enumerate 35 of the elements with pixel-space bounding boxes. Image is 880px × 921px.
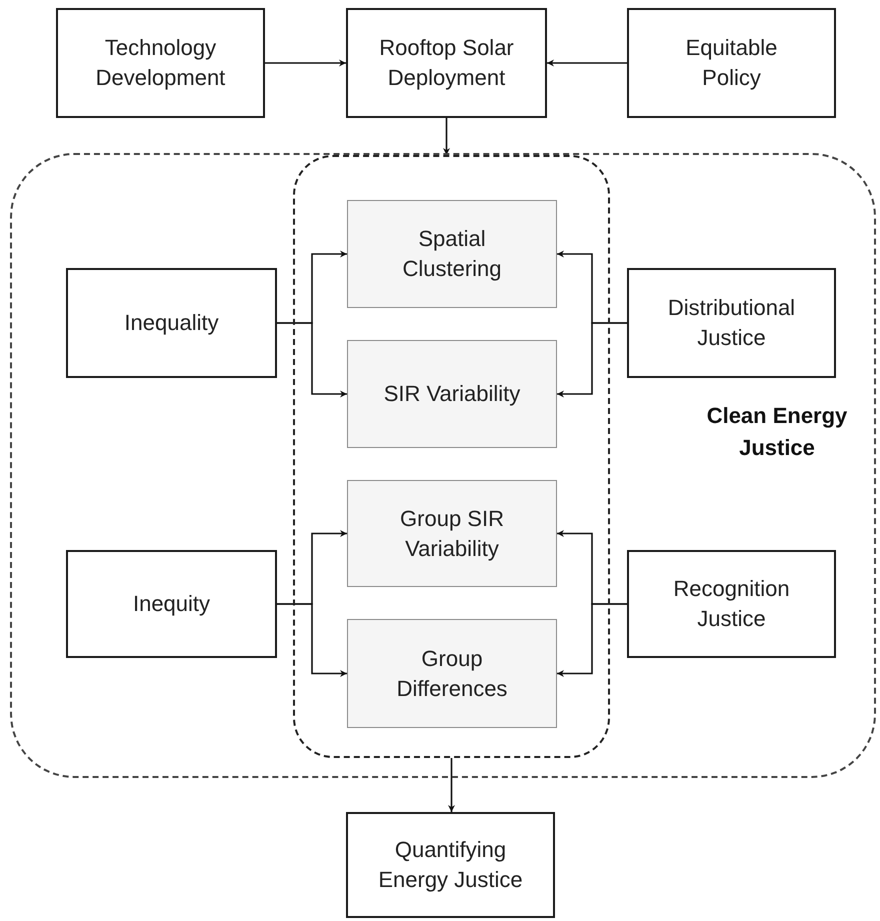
arrow	[277, 603, 347, 677]
box-label: Inequality	[124, 309, 219, 337]
process-box	[346, 8, 547, 118]
arrow	[265, 60, 346, 66]
box-label: Spatial Clustering	[401, 225, 503, 283]
box-label: Inequity	[132, 590, 210, 618]
box-label: Rooftop Solar Deployment	[378, 34, 515, 92]
process-box	[627, 8, 836, 118]
dashed-region	[10, 153, 876, 778]
region-title: Clean Energy Justice	[706, 402, 848, 462]
box-label: Quantifying Energy Justice	[377, 836, 524, 894]
box-label: Distributional Justice	[666, 294, 796, 352]
process-box	[347, 619, 557, 728]
arrow	[277, 322, 347, 398]
arrow	[547, 60, 627, 66]
process-box	[347, 340, 557, 448]
process-box	[627, 550, 836, 658]
process-box	[347, 480, 557, 587]
process-box	[66, 550, 277, 658]
process-box	[347, 200, 557, 308]
process-box	[66, 268, 277, 378]
process-box	[346, 812, 555, 918]
box-label: Group Differences	[396, 644, 508, 702]
arrow	[443, 118, 450, 155]
box-label: Group SIR Variability	[399, 504, 505, 563]
process-box	[56, 8, 265, 118]
process-box	[627, 268, 836, 378]
arrow	[448, 758, 455, 812]
box-label: Recognition Justice	[672, 575, 791, 633]
box-label: Technology Development	[94, 34, 226, 92]
box-label: Equitable Policy	[684, 34, 778, 92]
arrow	[557, 603, 627, 677]
dashed-group	[293, 155, 610, 758]
box-label: SIR Variability	[384, 380, 520, 408]
arrow	[557, 322, 627, 398]
